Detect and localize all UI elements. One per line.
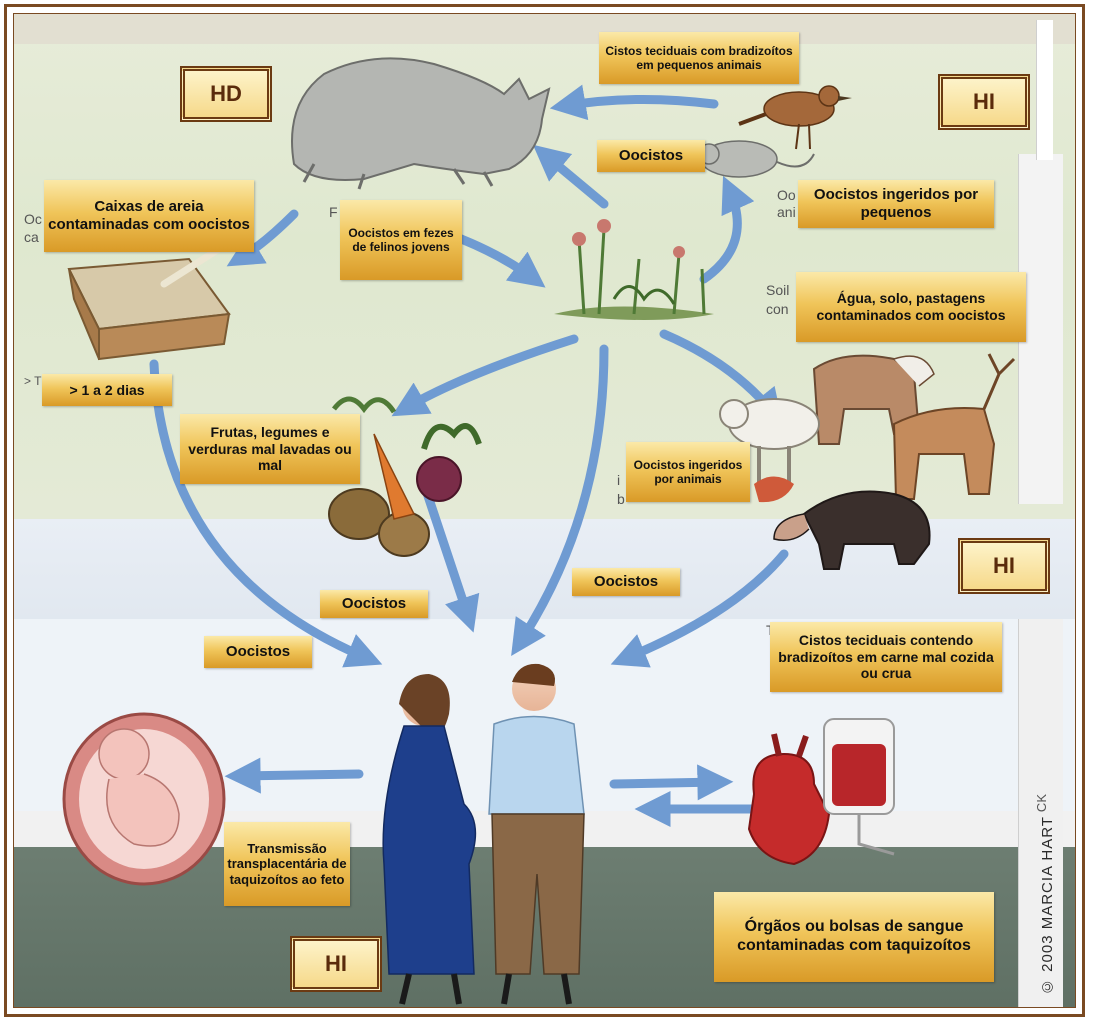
plants-illustration xyxy=(554,219,714,320)
arrow-mother-to-fetus xyxy=(239,774,359,776)
bird-illustration xyxy=(739,86,852,149)
fragment-text: Soil xyxy=(766,282,789,298)
arrow-vegetables-to-human xyxy=(424,484,469,619)
heart-illustration xyxy=(749,734,829,864)
label-oocysts-ingested-small: Oocistos ingeridos por pequenos xyxy=(798,180,994,228)
label-water-soil-pasture: Água, solo, pastagens contaminados com o… xyxy=(796,272,1026,342)
label-oocysts-feces: Oocistos em fezes de felinos jovens xyxy=(340,200,462,280)
farm-animals-illustration xyxy=(720,354,1014,569)
host-tag-hi-top: HI xyxy=(938,74,1030,130)
fragment-text: ca xyxy=(24,229,39,245)
host-tag-hd: HD xyxy=(180,66,272,122)
illustration-layer xyxy=(14,14,1076,1008)
label-oocysts-mid-left: Oocistos xyxy=(320,590,428,618)
arrow-man-to-heart xyxy=(614,782,719,784)
man-illustration xyxy=(489,664,584,1004)
label-transplacental: Transmissão transplacentária de taquizoí… xyxy=(224,822,350,906)
label-days: > 1 a 2 dias xyxy=(42,374,172,406)
host-tag-hi-bottom: HI xyxy=(290,936,382,992)
diagram-canvas: Oo ani Soil con Oc ca F > T i b T CK HD … xyxy=(13,13,1076,1008)
label-tissue-cysts-small-animals: Cistos teciduais com bradizoítos em pequ… xyxy=(599,32,799,84)
litterbox-illustration xyxy=(69,249,229,359)
label-tissue-cysts-meat: Cistos teciduais contendo bradizoítos em… xyxy=(770,622,1002,692)
label-organs-blood: Órgãos ou bolsas de sangue contaminadas … xyxy=(714,892,994,982)
pregnant-woman-illustration xyxy=(383,674,475,1004)
fragment-text: con xyxy=(766,301,789,317)
diagram-frame: Oo ani Soil con Oc ca F > T i b T CK HD … xyxy=(4,4,1085,1017)
fragment-text: Oo xyxy=(777,187,796,203)
fragment-text: F xyxy=(329,204,338,220)
copyright-credit: © 2003 MARCIA HART xyxy=(1039,745,1061,995)
fragment-text: i xyxy=(617,472,620,488)
arrow-plants-to-cat xyxy=(544,154,604,204)
label-oocysts-mid-right: Oocistos xyxy=(572,568,680,596)
arrow-plants-to-vegetables xyxy=(404,339,574,409)
arrow-plants-to-small-animals xyxy=(704,189,737,279)
label-fruits-vegetables: Frutas, legumes e verduras mal lavadas o… xyxy=(180,414,360,484)
cat-illustration xyxy=(292,58,549,189)
label-oocysts-lower-left: Oocistos xyxy=(204,636,312,668)
fragment-text: Oc xyxy=(24,211,42,227)
fragment-text: > T xyxy=(24,374,41,388)
blood-bag-illustration xyxy=(824,719,894,854)
arrow-plants-to-human xyxy=(519,349,604,644)
label-oocysts-top: Oocistos xyxy=(597,140,705,172)
fragment-text: b xyxy=(617,491,625,507)
fragment-text: ani xyxy=(777,204,796,220)
fetus-illustration xyxy=(64,714,224,884)
arrow-small-animals-to-cat xyxy=(564,99,714,106)
label-litter-boxes: Caixas de areia contaminadas com oocisto… xyxy=(44,180,254,252)
label-oocysts-ingested-animals: Oocistos ingeridos por animais xyxy=(626,442,750,502)
host-tag-hi-middle: HI xyxy=(958,538,1050,594)
